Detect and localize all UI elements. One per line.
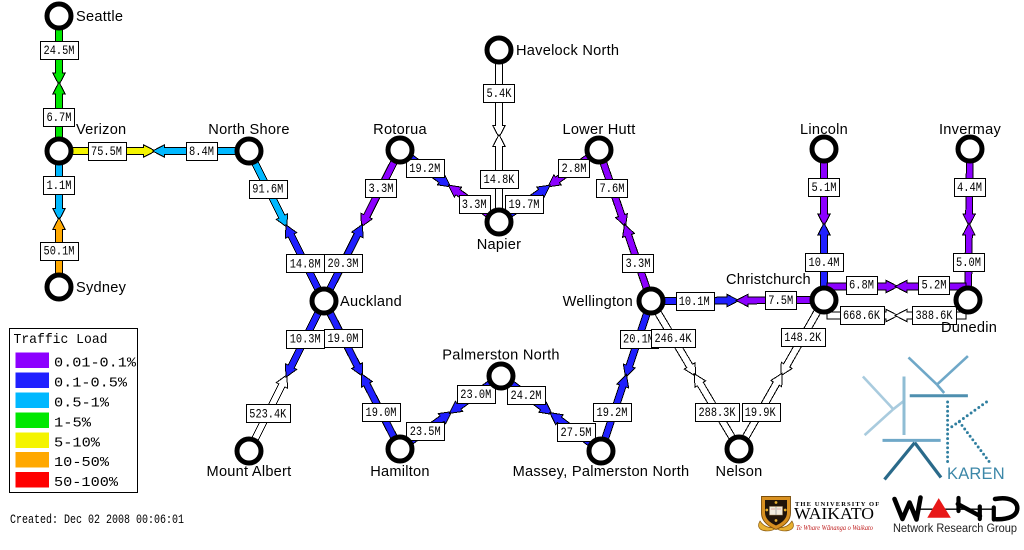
svg-text:10.1M: 10.1M bbox=[679, 295, 710, 309]
svg-text:246.4K: 246.4K bbox=[655, 332, 692, 346]
svg-text:50.1M: 50.1M bbox=[44, 245, 75, 259]
svg-text:WAIKATO: WAIKATO bbox=[794, 504, 874, 523]
svg-text:Seattle: Seattle bbox=[76, 9, 123, 25]
svg-text:Invermay: Invermay bbox=[939, 122, 1001, 138]
svg-text:27.5M: 27.5M bbox=[561, 426, 592, 440]
svg-text:50-100%: 50-100% bbox=[54, 475, 119, 491]
svg-text:Napier: Napier bbox=[477, 237, 522, 253]
svg-text:North Shore: North Shore bbox=[208, 122, 289, 138]
svg-text:75.5M: 75.5M bbox=[91, 145, 122, 159]
svg-text:Rotorua: Rotorua bbox=[373, 122, 427, 138]
svg-text:5.2M: 5.2M bbox=[922, 279, 947, 293]
svg-text:5.0M: 5.0M bbox=[956, 256, 981, 270]
svg-text:Palmerston North: Palmerston North bbox=[442, 348, 560, 364]
svg-text:3.3M: 3.3M bbox=[462, 198, 487, 212]
svg-text:19.0M: 19.0M bbox=[328, 332, 359, 346]
svg-text:388.6K: 388.6K bbox=[916, 309, 953, 323]
svg-text:THE UNIVERSITY OF: THE UNIVERSITY OF bbox=[795, 501, 880, 508]
svg-text:0.5-1%: 0.5-1% bbox=[54, 395, 110, 411]
svg-text:3.3M: 3.3M bbox=[369, 182, 394, 196]
svg-text:Created: Dec 02 2008 00:06:01: Created: Dec 02 2008 00:06:01 bbox=[10, 512, 184, 527]
svg-text:Wellington: Wellington bbox=[563, 294, 633, 310]
svg-text:6.8M: 6.8M bbox=[849, 279, 874, 293]
svg-text:20.1M: 20.1M bbox=[623, 333, 654, 347]
svg-text:Te Whare Wānanga o Waikato: Te Whare Wānanga o Waikato bbox=[796, 523, 873, 532]
svg-text:8.4M: 8.4M bbox=[189, 145, 214, 159]
svg-text:14.8K: 14.8K bbox=[484, 173, 515, 187]
svg-text:24.2M: 24.2M bbox=[511, 389, 542, 403]
svg-text:7.5M: 7.5M bbox=[768, 294, 793, 308]
svg-text:4.4M: 4.4M bbox=[957, 181, 982, 195]
svg-text:19.9K: 19.9K bbox=[745, 406, 776, 420]
svg-text:Havelock North: Havelock North bbox=[516, 43, 619, 59]
svg-text:523.4K: 523.4K bbox=[249, 408, 286, 422]
svg-text:23.5M: 23.5M bbox=[410, 425, 441, 439]
svg-text:20.3M: 20.3M bbox=[328, 257, 359, 271]
svg-text:Dunedin: Dunedin bbox=[941, 320, 997, 336]
svg-text:6.7M: 6.7M bbox=[47, 111, 72, 125]
svg-text:10.3M: 10.3M bbox=[290, 333, 321, 347]
svg-text:7.6M: 7.6M bbox=[600, 182, 625, 196]
svg-text:19.2M: 19.2M bbox=[409, 162, 440, 176]
svg-text:Mount Albert: Mount Albert bbox=[207, 464, 292, 480]
svg-text:Auckland: Auckland bbox=[340, 294, 402, 310]
svg-text:1.1M: 1.1M bbox=[47, 179, 72, 193]
svg-text:Christchurch: Christchurch bbox=[726, 272, 811, 288]
svg-text:KAREN: KAREN bbox=[947, 465, 1005, 483]
svg-text:19.0M: 19.0M bbox=[366, 406, 397, 420]
svg-text:668.6K: 668.6K bbox=[843, 309, 880, 323]
svg-text:5.1M: 5.1M bbox=[812, 181, 837, 195]
svg-text:5.4K: 5.4K bbox=[487, 87, 512, 101]
svg-text:24.5M: 24.5M bbox=[44, 44, 75, 58]
svg-text:Verizon: Verizon bbox=[76, 122, 126, 138]
svg-text:Lincoln: Lincoln bbox=[800, 122, 848, 138]
svg-text:5-10%: 5-10% bbox=[54, 435, 101, 451]
svg-text:10-50%: 10-50% bbox=[54, 455, 110, 471]
svg-text:19.7M: 19.7M bbox=[509, 198, 540, 212]
svg-text:Hamilton: Hamilton bbox=[370, 464, 430, 480]
svg-text:Massey, Palmerston North: Massey, Palmerston North bbox=[513, 464, 690, 480]
svg-text:Traffic Load: Traffic Load bbox=[14, 332, 108, 348]
svg-text:19.2M: 19.2M bbox=[597, 406, 628, 420]
svg-text:Network Research Group: Network Research Group bbox=[893, 523, 1017, 535]
svg-text:Lower Hutt: Lower Hutt bbox=[562, 122, 635, 138]
svg-text:288.3K: 288.3K bbox=[699, 406, 736, 420]
svg-text:Sydney: Sydney bbox=[76, 280, 127, 296]
svg-text:10.4M: 10.4M bbox=[809, 256, 840, 270]
svg-text:3.3M: 3.3M bbox=[626, 257, 651, 271]
svg-text:2.8M: 2.8M bbox=[562, 162, 587, 176]
svg-text:0.1-0.5%: 0.1-0.5% bbox=[54, 375, 128, 391]
svg-text:1-5%: 1-5% bbox=[54, 415, 92, 431]
svg-text:14.8M: 14.8M bbox=[290, 258, 321, 272]
svg-text:23.0M: 23.0M bbox=[460, 388, 491, 402]
svg-text:148.2K: 148.2K bbox=[784, 331, 821, 345]
svg-text:0.01-0.1%: 0.01-0.1% bbox=[54, 356, 137, 372]
svg-text:Nelson: Nelson bbox=[716, 464, 763, 480]
svg-text:91.6M: 91.6M bbox=[252, 183, 283, 197]
